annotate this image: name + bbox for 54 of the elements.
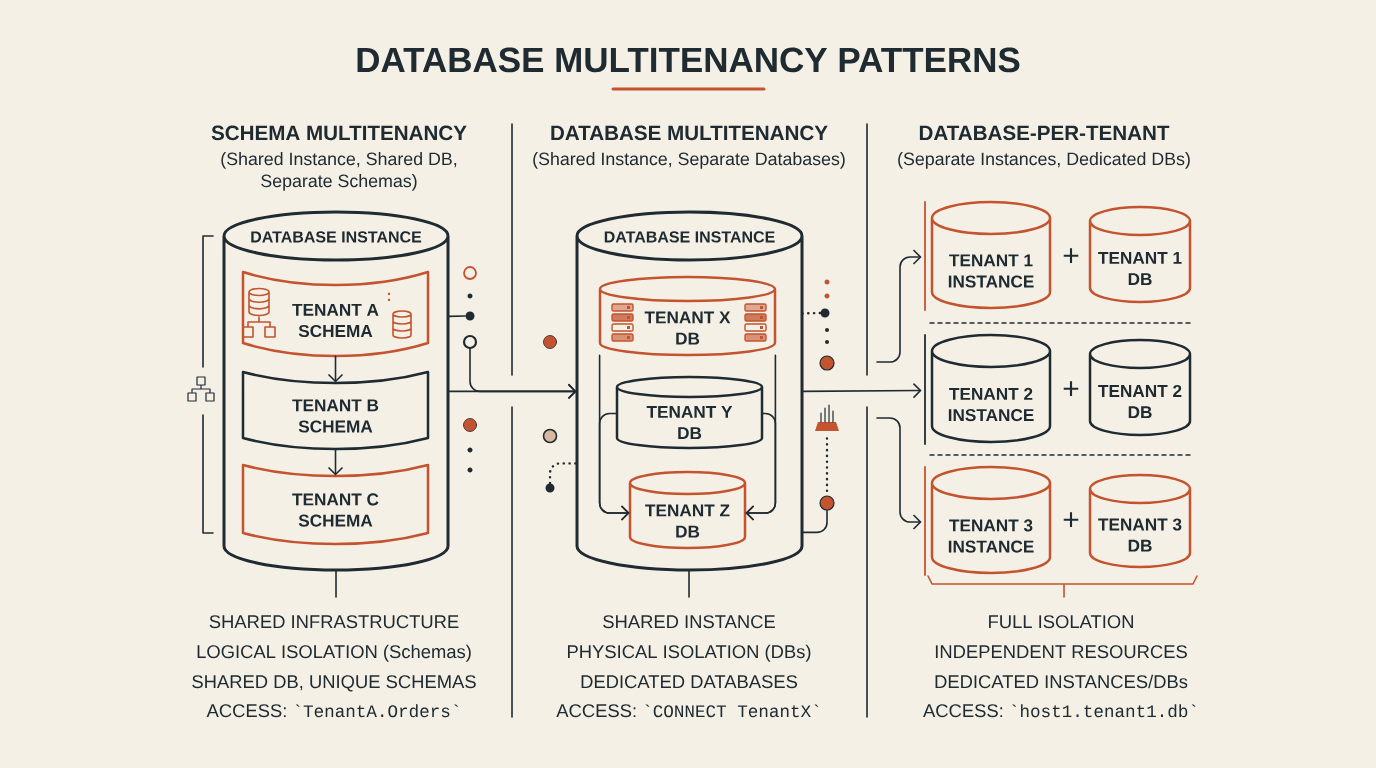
arrow [801,382,922,399]
database-cylinder: TENANT Z DB [628,470,747,550]
bar-chart-icon [815,404,839,431]
database-cylinder: TENANT 1 DB [1088,205,1192,304]
database-cylinder: TENANT 1 INSTANCE [930,200,1052,310]
arrow [876,417,922,530]
heading: SCHEMA MULTITENANCY [211,125,467,141]
note-text: FULL ISOLATION [989,615,1133,629]
database-cylinder: TENANT 3 INSTANCE [930,465,1052,575]
subheading: (Shared Instance, Shared DB, Separate Schemas) [221,152,457,191]
arrow [598,412,630,521]
connector-line [825,437,829,493]
ring [462,334,478,350]
schema-band: TENANT B SCHEMA [241,370,430,451]
dot [819,495,835,511]
title: DATABASE MULTITENANCY PATTERNS [357,47,1020,73]
subheading: (Separate Instances, Dedicated DBs) [898,152,1190,169]
arrow [469,348,577,400]
connector-line [447,315,466,318]
code-text: `host1.tenant1.db` [1012,704,1196,718]
schema-band: TENANT C SCHEMA [241,463,430,546]
subheading: (Shared Instance, Separate Databases) [533,152,845,169]
note-text: SHARED INFRASTRUCTURE [209,615,459,629]
connector-line [801,509,828,534]
plus-sign: + [1063,248,1079,264]
code-text: `TenantA.Orders` [295,704,458,718]
note-text: SHARED INSTANCE [603,615,775,629]
code-text: `CONNECT TenantX` [645,704,819,718]
note-text: SHARED DB, UNIQUE SCHEMAS [192,675,476,692]
note-text: LOGICAL ISOLATION (Schemas) [197,644,471,662]
access-label: ACCESS: [206,704,286,718]
access-label: ACCESS: [923,704,1003,718]
note-text: DEDICATED DATABASES [581,675,798,689]
database-cylinder: TENANT 2 DB [1088,338,1192,437]
heading: DATABASE MULTITENANCY [551,125,828,141]
arrow [876,249,922,363]
heading: DATABASE-PER-TENANT [919,125,1170,141]
dot [819,355,835,371]
plus-sign: + [1063,512,1079,528]
connector-line [801,311,822,315]
arrow [327,355,344,383]
database-cylinder: TENANT 2 INSTANCE [930,333,1052,444]
database-cylinder: TENANT 3 DB [1088,473,1192,569]
database-cylinder: TENANT X DB [598,275,777,357]
connector-line [548,462,578,485]
arrow [745,412,777,521]
note-text: DEDICATED INSTANCES/DBs [935,674,1188,689]
note-text: INDEPENDENT RESOURCES [935,645,1187,659]
arrow [327,448,344,476]
note-text: PHYSICAL ISOLATION (DBs) [568,644,811,662]
plus-sign: + [1063,381,1079,397]
schema-band: TENANT A SCHEMA [241,270,430,358]
access-label: ACCESS: [556,704,636,718]
database-cylinder: TENANT Y DB [615,375,764,450]
